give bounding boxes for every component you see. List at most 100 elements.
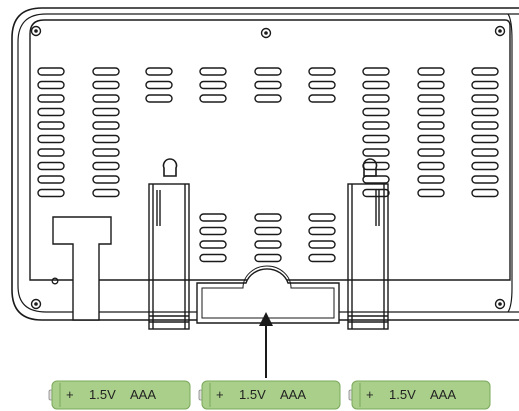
vent-slot xyxy=(37,175,65,184)
vent-slot xyxy=(37,121,65,130)
screw-top-center xyxy=(260,27,272,39)
keyhole-hanger-right xyxy=(362,158,378,177)
device-outer-casing xyxy=(11,7,519,321)
vent-slot xyxy=(37,188,65,198)
battery-aaa: +1.5V AAA xyxy=(198,380,341,410)
battery-plus-label: + xyxy=(66,387,74,402)
vent-slot xyxy=(362,148,390,157)
battery-body xyxy=(51,380,191,410)
device-inner-casing xyxy=(17,13,519,313)
battery-compartment xyxy=(196,268,340,324)
vent-slot xyxy=(417,188,445,198)
vent-slot xyxy=(145,94,173,103)
vent-slot xyxy=(199,94,227,103)
vent-slot xyxy=(37,134,65,144)
vent-slot xyxy=(92,188,120,198)
vent-slot xyxy=(254,226,282,236)
vent-slot xyxy=(362,175,390,184)
vent-slot xyxy=(417,94,445,103)
vent-slot xyxy=(254,253,282,263)
t-stand xyxy=(52,216,112,321)
vent-slot xyxy=(417,175,445,184)
vent-slot xyxy=(471,94,499,103)
vent-slot xyxy=(145,80,173,90)
vent-slot xyxy=(92,121,120,130)
vent-slot xyxy=(254,67,282,76)
battery-compartment-inner xyxy=(201,265,335,319)
vent-slot xyxy=(37,148,65,157)
battery-body xyxy=(201,380,341,410)
vent-slot xyxy=(92,134,120,144)
battery-body xyxy=(351,380,491,410)
vent-slot xyxy=(471,107,499,117)
vent-slot xyxy=(308,213,336,222)
insert-arrow-head xyxy=(259,312,273,326)
vent-slot xyxy=(199,80,227,90)
vent-slot xyxy=(199,240,227,249)
vent-slot xyxy=(254,213,282,222)
vent-slot xyxy=(308,226,336,236)
keyhole-hanger-left xyxy=(162,158,178,177)
stand-right xyxy=(347,183,389,330)
battery-voltage-label: 1.5V xyxy=(389,387,416,402)
reset-hole xyxy=(51,277,59,285)
vent-slot xyxy=(362,94,390,103)
vent-slot xyxy=(471,67,499,76)
vent-slot xyxy=(362,134,390,144)
vent-slot xyxy=(417,161,445,171)
battery-voltage-label: 1.5V xyxy=(89,387,116,402)
vent-slot xyxy=(92,94,120,103)
vent-slot xyxy=(199,253,227,263)
device-right-edge xyxy=(507,13,513,313)
battery-voltage-label: 1.5V xyxy=(239,387,266,402)
vent-slot xyxy=(199,213,227,222)
vent-slot xyxy=(308,80,336,90)
vent-slot xyxy=(417,134,445,144)
vent-slot xyxy=(92,67,120,76)
screw-top-left xyxy=(30,25,42,37)
battery-plus-label: + xyxy=(216,387,224,402)
vent-slot xyxy=(254,240,282,249)
vent-slot xyxy=(471,121,499,130)
screw-bottom-left xyxy=(30,298,42,310)
vent-slot xyxy=(92,80,120,90)
vent-slot xyxy=(471,161,499,171)
battery-plus-label: + xyxy=(366,387,374,402)
vent-slot xyxy=(471,134,499,144)
vent-slot xyxy=(362,107,390,117)
vent-slots-upper xyxy=(37,67,499,198)
vent-slot xyxy=(308,253,336,263)
vent-slot xyxy=(199,67,227,76)
vent-slot xyxy=(92,175,120,184)
vent-slot xyxy=(37,80,65,90)
vent-slot xyxy=(92,148,120,157)
battery-type-label: AAA xyxy=(130,387,156,402)
vent-slot xyxy=(254,80,282,90)
vent-slot xyxy=(37,67,65,76)
vent-slot xyxy=(471,80,499,90)
batteries-row: +1.5V AAA +1.5V AAA +1.5V AAA xyxy=(48,380,491,410)
vent-slot xyxy=(471,188,499,198)
vent-slot xyxy=(254,94,282,103)
vent-slot xyxy=(92,107,120,117)
vent-slot xyxy=(308,94,336,103)
vent-slot xyxy=(417,148,445,157)
screw-bottom-right xyxy=(494,298,506,310)
vent-slot xyxy=(37,161,65,171)
stand-left xyxy=(148,183,190,330)
vent-slot xyxy=(37,107,65,117)
battery-aaa: +1.5V AAA xyxy=(48,380,191,410)
vent-slot xyxy=(199,226,227,236)
vent-slot xyxy=(417,80,445,90)
vent-slot xyxy=(308,240,336,249)
vent-slot xyxy=(37,94,65,103)
battery-type-label: AAA xyxy=(430,387,456,402)
vent-slot xyxy=(362,80,390,90)
battery-aaa: +1.5V AAA xyxy=(348,380,491,410)
vent-slot xyxy=(471,148,499,157)
vent-slot xyxy=(308,67,336,76)
battery-type-label: AAA xyxy=(280,387,306,402)
vent-slot xyxy=(362,121,390,130)
vent-slot xyxy=(471,175,499,184)
